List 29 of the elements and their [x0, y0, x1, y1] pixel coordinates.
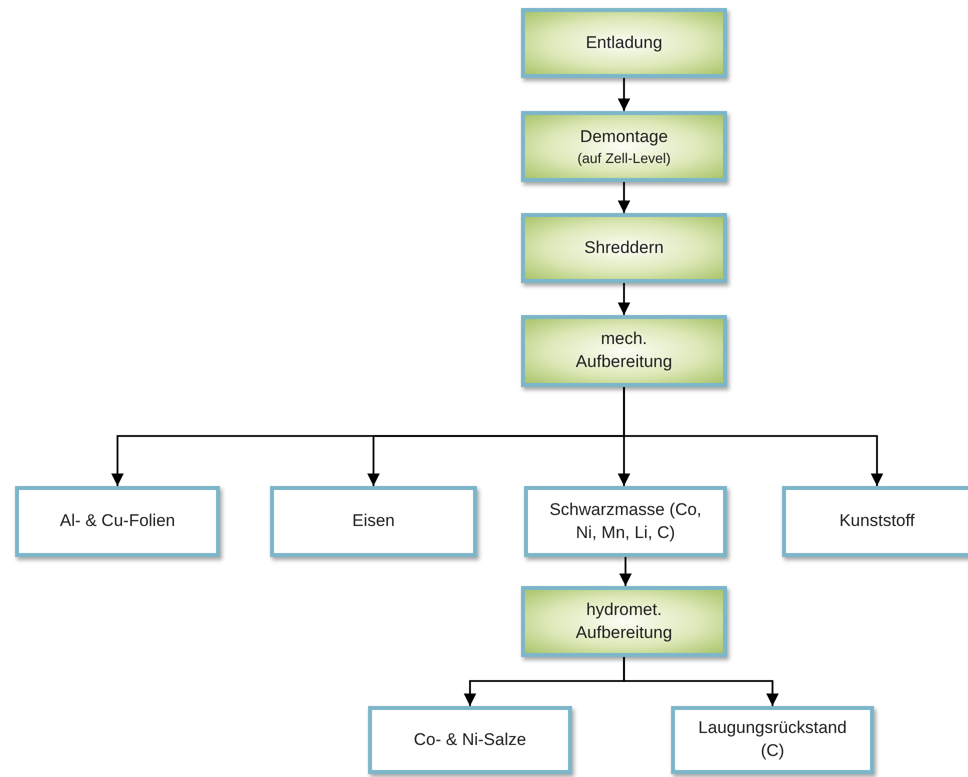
arrow [623, 657, 779, 706]
arrow [618, 283, 630, 315]
process-box [521, 586, 727, 657]
arrow [619, 557, 632, 586]
box-label: Entladung [586, 32, 662, 54]
box-note: (auf Zell-Level) [577, 148, 671, 168]
box-label: Demontage [580, 126, 668, 148]
process-box [521, 213, 727, 283]
box-label: Schwarzmasse (Co, Ni, Mn, Li, C) [548, 498, 703, 544]
output-box [782, 486, 968, 557]
output-box [524, 486, 727, 557]
process-box [521, 8, 727, 78]
output-box [368, 706, 572, 774]
box-label: Shreddern [584, 236, 664, 259]
output-box [270, 486, 477, 557]
output-box [671, 706, 874, 774]
box-label: Laugungsrückstand (C) [697, 717, 848, 762]
box-label: Co- & Ni-Salze [414, 728, 526, 751]
box-label: Al- & Cu-Folien [60, 510, 176, 532]
box-label: Eisen [352, 510, 395, 532]
output-box [15, 486, 220, 557]
arrow [618, 182, 630, 213]
process-box [521, 111, 727, 182]
arrow [623, 387, 884, 486]
box-label: hydromet. Aufbereitung [574, 598, 674, 644]
process-box [521, 315, 727, 387]
arrow [618, 78, 630, 111]
box-label: mech. Aufbereitung [574, 328, 674, 373]
box-label: Kunststoff [839, 510, 915, 532]
